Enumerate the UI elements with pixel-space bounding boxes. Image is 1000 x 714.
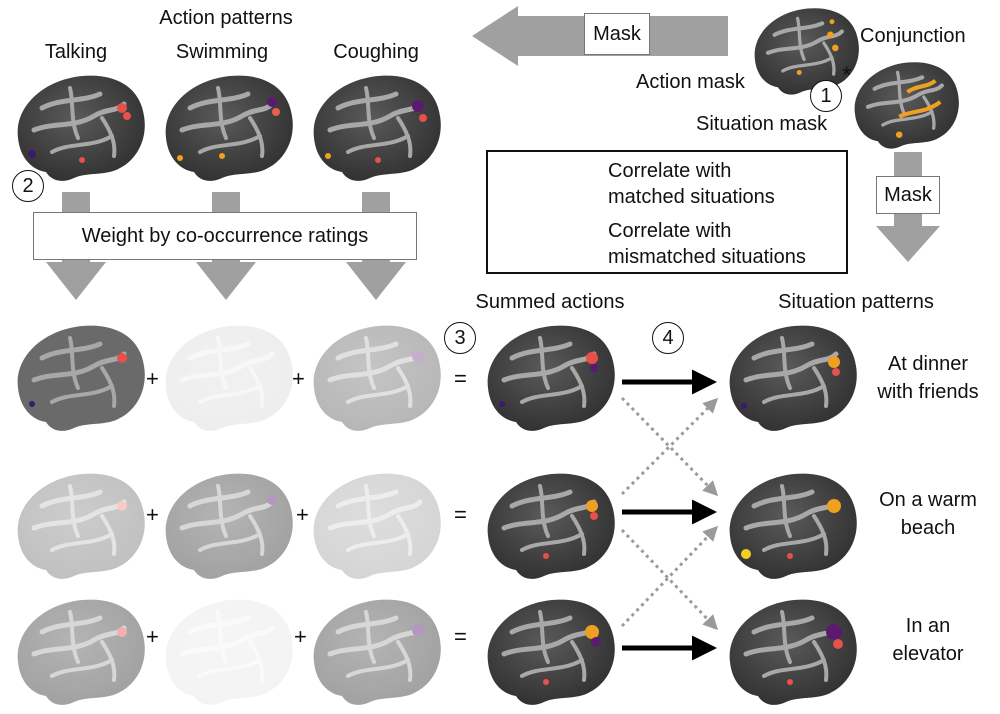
situation-3-line2: elevator	[892, 643, 964, 665]
mask-box-left: Mask	[584, 13, 650, 55]
summed-actions-title: Summed actions	[475, 291, 625, 313]
label-swimming: Swimming	[175, 41, 269, 63]
legend-mismatched-line2: mismatched situations	[608, 246, 806, 268]
action-patterns-title: Action patterns	[159, 7, 293, 29]
legend-matched-line1: Correlate with	[608, 160, 732, 182]
legend-matched-line2: matched situations	[608, 186, 775, 208]
step-1-badge: 1	[810, 80, 842, 112]
mismatched-arrows	[620, 396, 719, 631]
weighted-row-3	[18, 600, 441, 705]
label-conjunction: Conjunction	[860, 25, 966, 47]
weight-box: Weight by co-occurrence ratings	[33, 212, 417, 260]
equals-r2: =	[454, 502, 467, 527]
summed-brain-2	[488, 474, 615, 579]
step-4-badge: 4	[652, 322, 684, 354]
situation-patterns-title: Situation patterns	[778, 291, 934, 313]
brain-situation-mask	[855, 62, 959, 148]
step-3-badge: 3	[444, 322, 476, 354]
label-coughing: Coughing	[333, 41, 419, 63]
plus-r2-b: +	[296, 502, 309, 527]
situation-1-line1: At dinner	[887, 353, 969, 375]
brain-action-mask	[755, 8, 859, 94]
summed-brain-1	[488, 326, 615, 431]
situation-brain-1	[730, 326, 857, 431]
situation-brain-2	[730, 474, 857, 579]
plus-r1-b: +	[292, 366, 305, 391]
legend-box: Correlate with matched situations Correl…	[486, 150, 848, 274]
mask-box-right: Mask	[876, 176, 940, 214]
weighted-row-2	[18, 474, 441, 579]
label-talking: Talking	[44, 41, 108, 63]
situation-2-line1: On a warm	[879, 489, 977, 511]
conjunction-asterisk: *	[842, 62, 852, 89]
situation-2-line2: beach	[900, 517, 956, 539]
plus-r3-b: +	[294, 624, 307, 649]
plus-r1-a: +	[146, 366, 159, 391]
label-situation-mask: Situation mask	[696, 113, 828, 135]
label-action-mask: Action mask	[636, 71, 745, 93]
brain-swimming	[166, 76, 293, 181]
weighted-row-1	[17, 325, 441, 431]
brain-talking	[18, 76, 145, 181]
equals-r1: =	[454, 366, 467, 391]
plus-r2-a: +	[146, 502, 159, 527]
equals-r3: =	[454, 624, 467, 649]
situation-brain-3	[730, 600, 857, 705]
step-2-badge: 2	[12, 170, 44, 202]
summed-brain-3	[488, 600, 615, 705]
situation-1-line2: with friends	[877, 381, 979, 403]
situation-3-line1: In an	[905, 615, 951, 637]
plus-r3-a: +	[146, 624, 159, 649]
legend-mismatched-line1: Correlate with	[608, 220, 732, 242]
brain-coughing	[314, 76, 441, 181]
